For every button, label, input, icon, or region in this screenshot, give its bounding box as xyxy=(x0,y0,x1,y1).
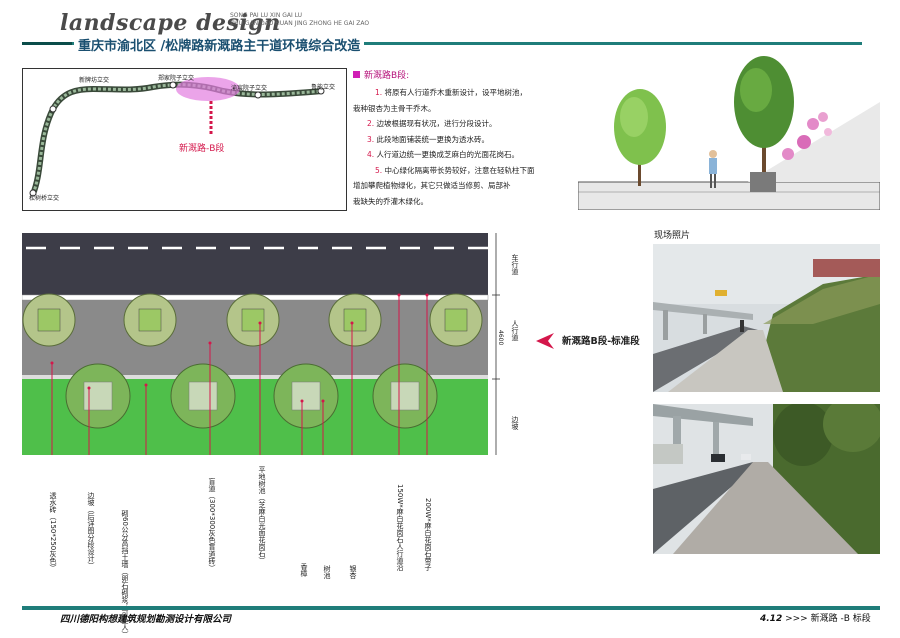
callout-leaders xyxy=(51,295,428,455)
callout-permeable-brick: 透水砖（150*250灰色） xyxy=(49,492,57,572)
node-xinpaifang xyxy=(49,105,57,113)
page-indicator: 4.12 >>> 新溉路 -B 标段 xyxy=(760,611,871,624)
notes-heading: 新溉路B段: xyxy=(353,68,575,81)
note-line: 增加攀爬植物绿化，其它只做适当修剪、局部补 xyxy=(353,181,511,190)
note-line: 4. 人行道边统一更换成芝麻白的光面花岗石。 xyxy=(367,150,520,159)
slope-fill xyxy=(748,102,880,182)
note-line: 2. 边坡根据现有状况，进行分段设计。 xyxy=(367,119,497,128)
label-sidewalk: 人行道 xyxy=(511,320,519,341)
site-photo-1 xyxy=(653,244,880,392)
footer-rule xyxy=(22,606,880,610)
pedestrian-body xyxy=(709,158,717,174)
key-map: 新牌坊立交 郑家院子立交 渝宸院子立交 鲁能立交 松树桥立交 新溉路-B段 xyxy=(22,68,347,211)
page-separator: >>> xyxy=(785,614,808,624)
ginkgo-trees xyxy=(22,293,483,347)
header-rule-accent xyxy=(22,42,72,45)
route-road xyxy=(30,81,324,196)
page-title: 重庆市渝北区 /松牌路新溉路主干道环境综合改造 xyxy=(74,35,365,54)
label-carriageway: 车行道 xyxy=(511,254,519,275)
node-luneng xyxy=(317,87,325,95)
node-songshuqiao xyxy=(29,189,37,197)
node-zhengjia xyxy=(169,81,177,89)
header-pinyin-line2: ZHU GAN DAO HUAN JING ZHONG HE GAI ZAO xyxy=(230,20,370,27)
route-green xyxy=(31,83,324,195)
callout-tree-pit: 树池 xyxy=(323,565,331,579)
keymap-label-0: 新牌坊立交 xyxy=(79,77,110,84)
design-notes: 新溉路B段: 1. 将原有人行道乔木重新设计，设平地树池， 栽种银杏为主骨干乔木… xyxy=(353,68,575,209)
keymap-label-3: 鲁能立交 xyxy=(311,84,336,91)
callout-slope: 边坡（后详图分段设计） xyxy=(87,492,95,569)
sidewalk-edge xyxy=(22,375,488,379)
note-line: 3. 此段地面铺装统一更换为透水砖。 xyxy=(367,134,490,144)
site-photos-title: 现场照片 xyxy=(654,231,691,241)
keymap-label-2: 渝宸院子立交 xyxy=(231,85,268,92)
site-photo-1-image xyxy=(653,244,880,392)
note-line: 栽种银杏为主骨干乔木。 xyxy=(353,103,436,113)
keymap-label-4: 松树桥立交 xyxy=(29,195,60,202)
planter-box xyxy=(750,172,776,192)
keymap-label-1: 郑家院子立交 xyxy=(158,75,195,82)
standard-section-label: 新溉路B段-标准段 xyxy=(562,336,640,347)
callout-tactile-path: 盲道（300*300灰色盲道砖） xyxy=(208,478,216,572)
callout-ginkgo: 银杏 xyxy=(349,565,357,579)
site-photo-2-image xyxy=(653,404,880,554)
node-yuchen xyxy=(254,91,262,99)
plan-drawing xyxy=(21,233,489,455)
company-name: 四川德阳构想建筑规划勘测设计有限公司 xyxy=(60,614,232,625)
page-number: 4.12 xyxy=(760,614,783,624)
section-illustration xyxy=(577,42,881,211)
callout-sidewalk-kerb: 150W*麻白花岗石人行道沿 xyxy=(396,484,404,571)
callout-flat-tree-pit: 平地树池（芝麻白光面花岗石） xyxy=(258,466,266,564)
note-line: 栽缺失的乔灌木绿化。 xyxy=(353,196,428,206)
keymap-segment-label: 新溉路-B段 xyxy=(179,144,225,154)
pedestrian-head xyxy=(709,150,717,158)
tree-trunk-right xyxy=(762,132,766,182)
notes-list: 1. 将原有人行道乔木重新设计，设平地树池， 栽种银杏为主骨干乔木。 2. 边坡… xyxy=(353,85,575,209)
section-drawing xyxy=(577,56,881,211)
bullet-square-icon xyxy=(353,71,360,78)
header-pinyin-line1: SONG PAI LU XIN GAI LU xyxy=(230,12,303,19)
standard-section-plan xyxy=(21,233,492,455)
camphor-trees xyxy=(65,363,438,429)
note-line: 1. 将原有人行道乔木重新设计，设平地树池， xyxy=(375,88,528,97)
header-rule xyxy=(22,42,862,45)
plan-dimension-line xyxy=(492,233,500,455)
label-slope: 边坡 xyxy=(511,416,519,430)
brand-logo: landscape design xyxy=(60,10,281,36)
callout-dots xyxy=(50,293,429,403)
header-pinyin: SONG PAI LU XIN GAI LU ZHU GAN DAO HUAN … xyxy=(230,12,410,28)
notes-heading-text: 新溉路B段: xyxy=(364,71,410,81)
note-line: 5. 中心绿化隔离带长势较好，注意在轻轨柱下面 xyxy=(375,165,535,175)
carriageway xyxy=(22,233,488,295)
page-label: 新溉路 -B 标段 xyxy=(810,614,871,624)
callout-retaining-wall: 砌60公分高挡土墙（卵石砌浆，可坐人） xyxy=(121,510,129,638)
callout-granite-strip: 200W*麻白花岗石带子 xyxy=(424,498,432,571)
red-arrow-icon xyxy=(536,333,554,349)
key-map-route xyxy=(29,77,325,197)
callout-camphor: 香樟 xyxy=(300,563,308,577)
site-photo-2 xyxy=(653,404,880,554)
label-dimension: 4600 xyxy=(497,330,504,346)
segment-b-highlight xyxy=(176,77,240,101)
ground-base xyxy=(577,181,881,211)
